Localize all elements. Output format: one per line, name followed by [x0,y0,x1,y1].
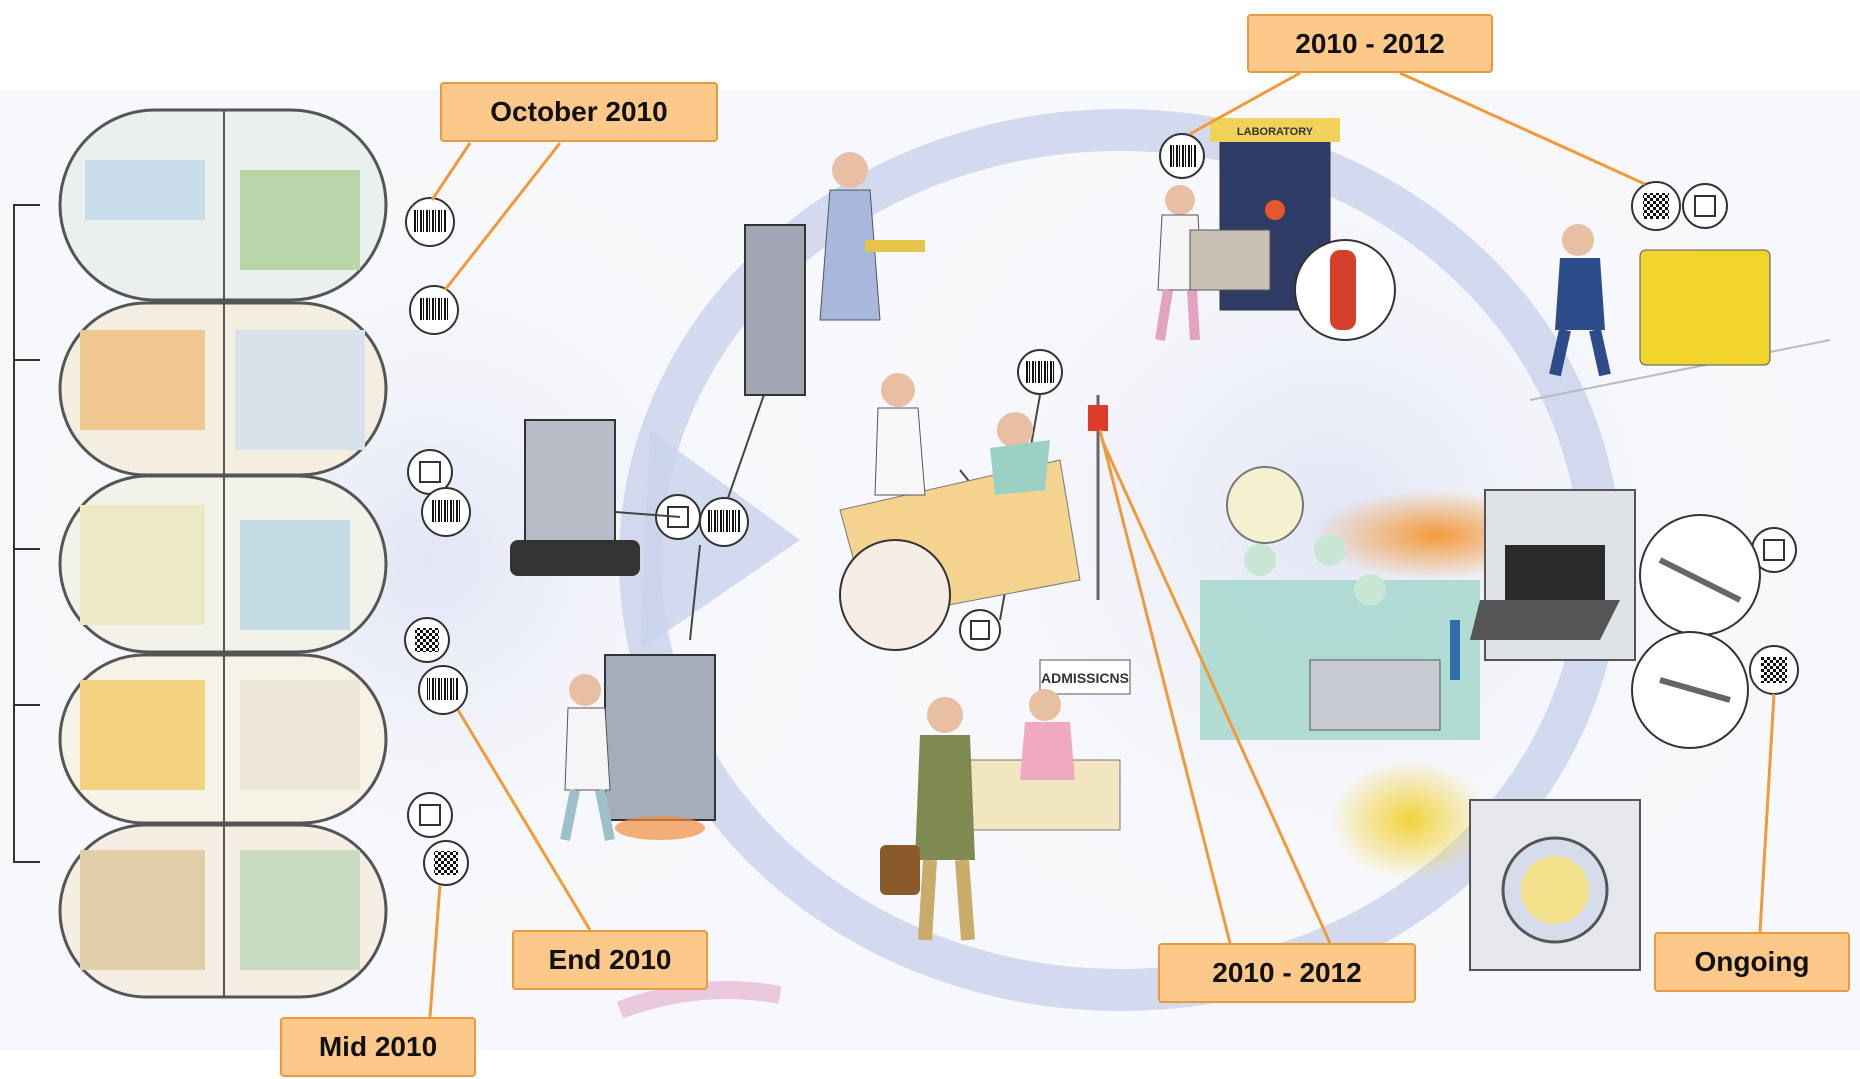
iv-pole [1088,395,1108,600]
barcode-icon [405,197,455,247]
operating-room-scene [1200,466,1480,740]
pink-swoosh [616,981,782,1019]
callout-ongoing: Ongoing [1654,932,1850,992]
barcode-icon [418,665,468,715]
callout-2010-2012-top: 2010 - 2012 [1247,14,1493,73]
pointer-ongoing [1758,693,1776,933]
datamatrix-icon [423,840,469,886]
callout-october-2010: October 2010 [440,82,718,142]
patient-scene: ADMISSICNS [839,373,1131,941]
blood-sample-detail [1294,239,1396,341]
callout-end-2010: End 2010 [512,930,708,990]
datamatrix-icon [404,617,450,663]
bracket-line [13,204,40,863]
datamatrix-icon [1749,645,1799,695]
pointer-top-b [1399,71,1646,186]
instrument-detail [1631,514,1761,749]
pointer-mid-2010-2012-b [1100,439,1332,944]
barcode-icon [699,497,749,547]
barcode-icon [421,487,471,537]
admissions-sign: ADMISSICNS [1041,670,1129,686]
barcode-icon [1159,133,1205,179]
capsule-3 [58,474,388,654]
rfid-tag-icon [1682,183,1728,229]
capsule-4 [58,653,388,825]
callout-mid-2010: Mid 2010 [280,1017,476,1077]
callout-2010-2012-middle: 2010 - 2012 [1158,943,1416,1003]
nurse-with-tray [819,152,925,321]
waste-scene [1529,224,1831,401]
barcode-icon [409,285,459,335]
barcode-icon [1017,349,1063,395]
capsule-5 [58,823,388,999]
lab-trolley [1189,229,1271,291]
tall-cart-robot [604,654,716,840]
storage-capsules [13,108,388,999]
transport-scene [510,152,925,841]
worker-pushing-cart [560,674,615,841]
doctor-at-bedside [874,373,926,496]
laundry-scene [1469,799,1641,971]
rfid-tag-icon [959,609,1001,651]
callout-pointers [428,71,1776,1018]
datamatrix-icon [1631,181,1681,231]
pointer-top-a [1189,71,1301,136]
pointer-end-2010 [456,709,592,931]
surgical-lamp [1226,466,1304,544]
visitor-with-bag [880,697,975,941]
laundry-glow [1330,760,1490,880]
capsule-2 [58,301,388,477]
pointer-october-a [430,142,472,201]
meal-cart [744,224,806,396]
capsule-1 [58,108,388,302]
pointer-mid-2010-2012 [1098,429,1232,944]
pointer-mid-2010 [428,884,442,1018]
tag-markers [404,133,1799,886]
rfid-tag-icon [407,792,453,838]
agv-cabinet [510,419,640,576]
laboratory-scene: LABORATORY [1155,118,1396,341]
sterilization-scene [1470,489,1761,749]
wristband-detail [839,539,951,651]
pointer-october-b [443,142,562,291]
laboratory-sign: LABORATORY [1237,126,1314,138]
